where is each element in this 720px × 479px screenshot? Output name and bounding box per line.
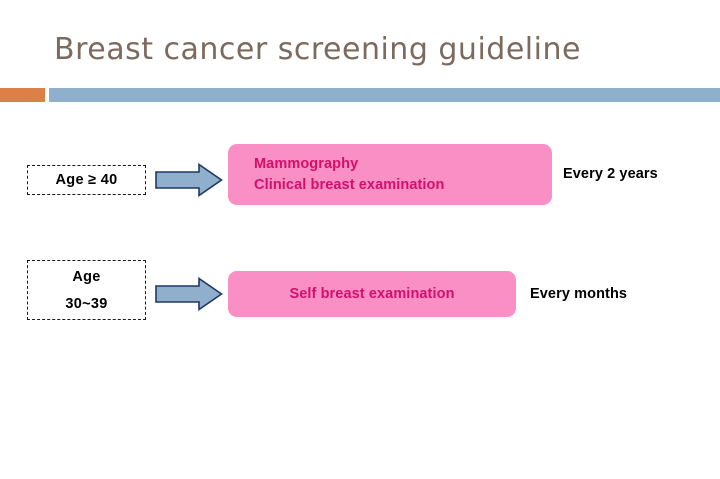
age-group-label: Age ≥ 40 xyxy=(55,172,118,188)
right-arrow-icon xyxy=(155,277,223,311)
title-accent-bar xyxy=(0,88,45,102)
age-group-box: Age ≥ 40 xyxy=(27,165,146,195)
frequency-label: Every months xyxy=(530,286,628,302)
age-group-box: Age 30~39 xyxy=(27,260,146,320)
page-title: Breast cancer screening guideline xyxy=(54,32,581,67)
recommendation-line: Clinical breast examination xyxy=(254,176,445,193)
age-group-range: 30~39 xyxy=(65,295,108,312)
recommendation-box: Self breast examination xyxy=(228,271,516,317)
age-group-label: Age xyxy=(72,268,101,285)
frequency-label: Every 2 years xyxy=(563,166,658,182)
recommendation-line: Self breast examination xyxy=(289,285,455,302)
recommendation-box: Mammography Clinical breast examination xyxy=(228,144,552,205)
title-divider-bar xyxy=(49,88,720,102)
right-arrow-icon xyxy=(155,163,223,197)
recommendation-line: Mammography xyxy=(254,155,359,172)
